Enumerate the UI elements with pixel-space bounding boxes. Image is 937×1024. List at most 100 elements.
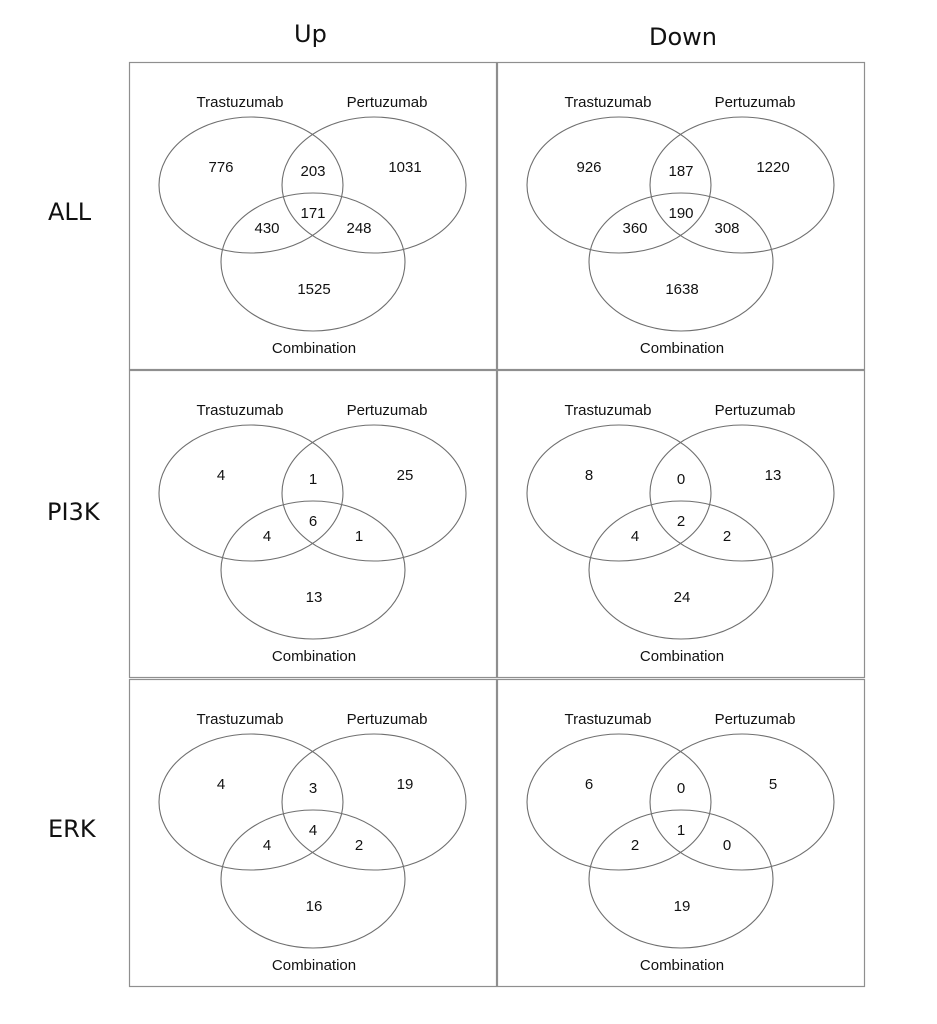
- set-label-trastuzumab: Trastuzumab: [197, 402, 284, 419]
- region-value-ac: 4: [631, 528, 639, 545]
- row-header-all: ALL: [48, 198, 92, 226]
- circle-combination: [588, 809, 774, 949]
- circle-trastuzumab: [158, 424, 344, 562]
- column-header-up: Up: [294, 20, 327, 48]
- column-header-down: Down: [649, 23, 718, 51]
- set-label-pertuzumab: Pertuzumab: [715, 402, 796, 419]
- region-value-ab: 0: [677, 471, 685, 488]
- region-value-abc: 190: [668, 205, 693, 222]
- region-value-abc: 171: [300, 205, 325, 222]
- region-value-abc: 1: [677, 822, 685, 839]
- set-label-pertuzumab: Pertuzumab: [347, 711, 428, 728]
- set-label-trastuzumab: Trastuzumab: [197, 711, 284, 728]
- circle-combination: [588, 192, 774, 332]
- region-value-bc: 248: [346, 220, 371, 237]
- circle-trastuzumab: [526, 733, 712, 871]
- region-value-bc: 2: [723, 528, 731, 545]
- region-value-ab: 187: [668, 163, 693, 180]
- region-value-ab: 1: [309, 471, 317, 488]
- region-value-c-only: 13: [306, 589, 323, 606]
- circle-combination: [220, 192, 406, 332]
- region-value-a-only: 926: [576, 159, 601, 176]
- row-header-erk: ERK: [48, 815, 96, 843]
- set-label-trastuzumab: Trastuzumab: [565, 711, 652, 728]
- circle-trastuzumab: [158, 733, 344, 871]
- region-value-a-only: 4: [217, 776, 225, 793]
- set-label-combination: Combination: [640, 957, 724, 974]
- circle-pertuzumab: [281, 424, 467, 562]
- circle-pertuzumab: [281, 116, 467, 254]
- region-value-abc: 4: [309, 822, 317, 839]
- set-label-combination: Combination: [272, 340, 356, 357]
- circle-combination: [588, 500, 774, 640]
- region-value-c-only: 1525: [297, 281, 330, 298]
- set-label-pertuzumab: Pertuzumab: [347, 402, 428, 419]
- set-label-pertuzumab: Pertuzumab: [715, 94, 796, 111]
- panel-border: [496, 678, 866, 988]
- circle-pertuzumab: [281, 733, 467, 871]
- region-value-ac: 4: [263, 528, 271, 545]
- region-value-c-only: 1638: [665, 281, 698, 298]
- panel-border: [496, 369, 866, 679]
- region-value-bc: 308: [714, 220, 739, 237]
- circle-combination: [220, 809, 406, 949]
- set-label-trastuzumab: Trastuzumab: [197, 94, 284, 111]
- set-label-combination: Combination: [640, 648, 724, 665]
- region-value-a-only: 6: [585, 776, 593, 793]
- region-value-ac: 2: [631, 837, 639, 854]
- region-value-b-only: 19: [397, 776, 414, 793]
- region-value-c-only: 16: [306, 898, 323, 915]
- region-value-c-only: 19: [674, 898, 691, 915]
- row-header-pi3k: PI3K: [47, 498, 100, 526]
- panel-border: [128, 61, 498, 371]
- region-value-a-only: 4: [217, 467, 225, 484]
- region-value-ab: 0: [677, 780, 685, 797]
- region-value-b-only: 1031: [388, 159, 421, 176]
- circle-pertuzumab: [649, 733, 835, 871]
- region-value-a-only: 776: [208, 159, 233, 176]
- region-value-bc: 0: [723, 837, 731, 854]
- region-value-b-only: 25: [397, 467, 414, 484]
- circle-pertuzumab: [649, 116, 835, 254]
- circle-trastuzumab: [526, 116, 712, 254]
- region-value-bc: 1: [355, 528, 363, 545]
- region-value-bc: 2: [355, 837, 363, 854]
- panel-border: [128, 369, 498, 679]
- region-value-c-only: 24: [674, 589, 691, 606]
- region-value-ab: 203: [300, 163, 325, 180]
- set-label-pertuzumab: Pertuzumab: [715, 711, 796, 728]
- region-value-ac: 360: [622, 220, 647, 237]
- circle-trastuzumab: [158, 116, 344, 254]
- set-label-combination: Combination: [640, 340, 724, 357]
- set-label-trastuzumab: Trastuzumab: [565, 402, 652, 419]
- region-value-a-only: 8: [585, 467, 593, 484]
- set-label-pertuzumab: Pertuzumab: [347, 94, 428, 111]
- circle-combination: [220, 500, 406, 640]
- circle-trastuzumab: [526, 424, 712, 562]
- region-value-ac: 4: [263, 837, 271, 854]
- panel-border: [496, 61, 866, 371]
- region-value-ab: 3: [309, 780, 317, 797]
- set-label-combination: Combination: [272, 648, 356, 665]
- region-value-b-only: 1220: [756, 159, 789, 176]
- set-label-combination: Combination: [272, 957, 356, 974]
- region-value-b-only: 5: [769, 776, 777, 793]
- region-value-b-only: 13: [765, 467, 782, 484]
- region-value-ac: 430: [254, 220, 279, 237]
- region-value-abc: 6: [309, 513, 317, 530]
- panel-border: [128, 678, 498, 988]
- set-label-trastuzumab: Trastuzumab: [565, 94, 652, 111]
- region-value-abc: 2: [677, 513, 685, 530]
